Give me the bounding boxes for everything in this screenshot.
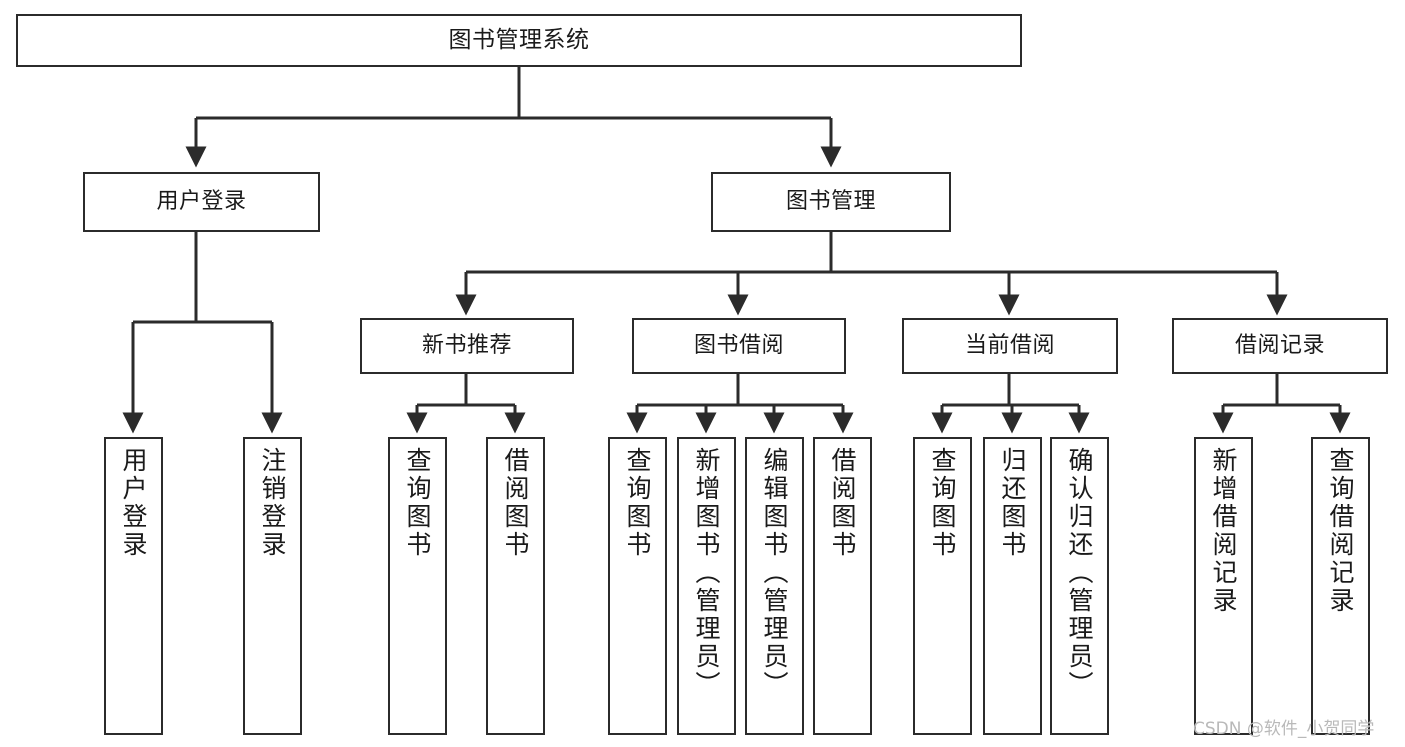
node-label: 新书推荐 [421,333,512,359]
node-book-borrow[interactable]: 图书借阅 [632,318,846,374]
node-leaf-edit-book[interactable]: 编辑图书（管理员） [745,437,804,735]
node-label: 归还图书 [998,447,1027,559]
node-label: 借阅图书 [501,447,530,559]
node-label: 注销登录 [258,447,287,559]
node-leaf-logout-login[interactable]: 注销登录 [243,437,302,735]
node-label: 查询借阅记录 [1326,447,1355,615]
node-leaf-query-book-borrow[interactable]: 查询图书 [608,437,667,735]
node-label: 确认归还（管理员） [1065,447,1094,699]
node-book-manage[interactable]: 图书管理 [711,172,951,232]
node-label: 查询图书 [623,447,652,559]
node-root-system[interactable]: 图书管理系统 [16,14,1022,67]
node-label: 图书管理 [785,189,876,215]
node-label: 新增借阅记录 [1209,447,1238,615]
node-label: 图书借阅 [693,333,784,359]
csdn-watermark: CSDN @软件_小贺同学 [1193,719,1375,739]
node-leaf-borrow-book-recommend[interactable]: 借阅图书 [486,437,545,735]
node-leaf-add-borrow-record[interactable]: 新增借阅记录 [1194,437,1253,735]
node-leaf-confirm-return[interactable]: 确认归还（管理员） [1050,437,1109,735]
node-label: 查询图书 [403,447,432,559]
node-current-borrow[interactable]: 当前借阅 [902,318,1118,374]
node-leaf-query-book-recommend[interactable]: 查询图书 [388,437,447,735]
node-label: 用户登录 [119,447,148,559]
node-leaf-query-book-current[interactable]: 查询图书 [913,437,972,735]
node-label: 借阅记录 [1234,333,1325,359]
node-leaf-return-book[interactable]: 归还图书 [983,437,1042,735]
node-leaf-user-login[interactable]: 用户登录 [104,437,163,735]
node-label: 借阅图书 [828,447,857,559]
node-user-login[interactable]: 用户登录 [83,172,320,232]
node-leaf-query-borrow-record[interactable]: 查询借阅记录 [1311,437,1370,735]
node-label: 新增图书（管理员） [692,447,721,699]
node-borrow-record[interactable]: 借阅记录 [1172,318,1388,374]
node-leaf-add-book[interactable]: 新增图书（管理员） [677,437,736,735]
node-label: 编辑图书（管理员） [760,447,789,699]
node-label: 当前借阅 [964,333,1055,359]
node-new-book-recommend[interactable]: 新书推荐 [360,318,574,374]
node-label: 查询图书 [928,447,957,559]
node-label: 图书管理系统 [448,26,590,53]
node-leaf-borrow-book[interactable]: 借阅图书 [813,437,872,735]
node-label: 用户登录 [156,189,247,215]
